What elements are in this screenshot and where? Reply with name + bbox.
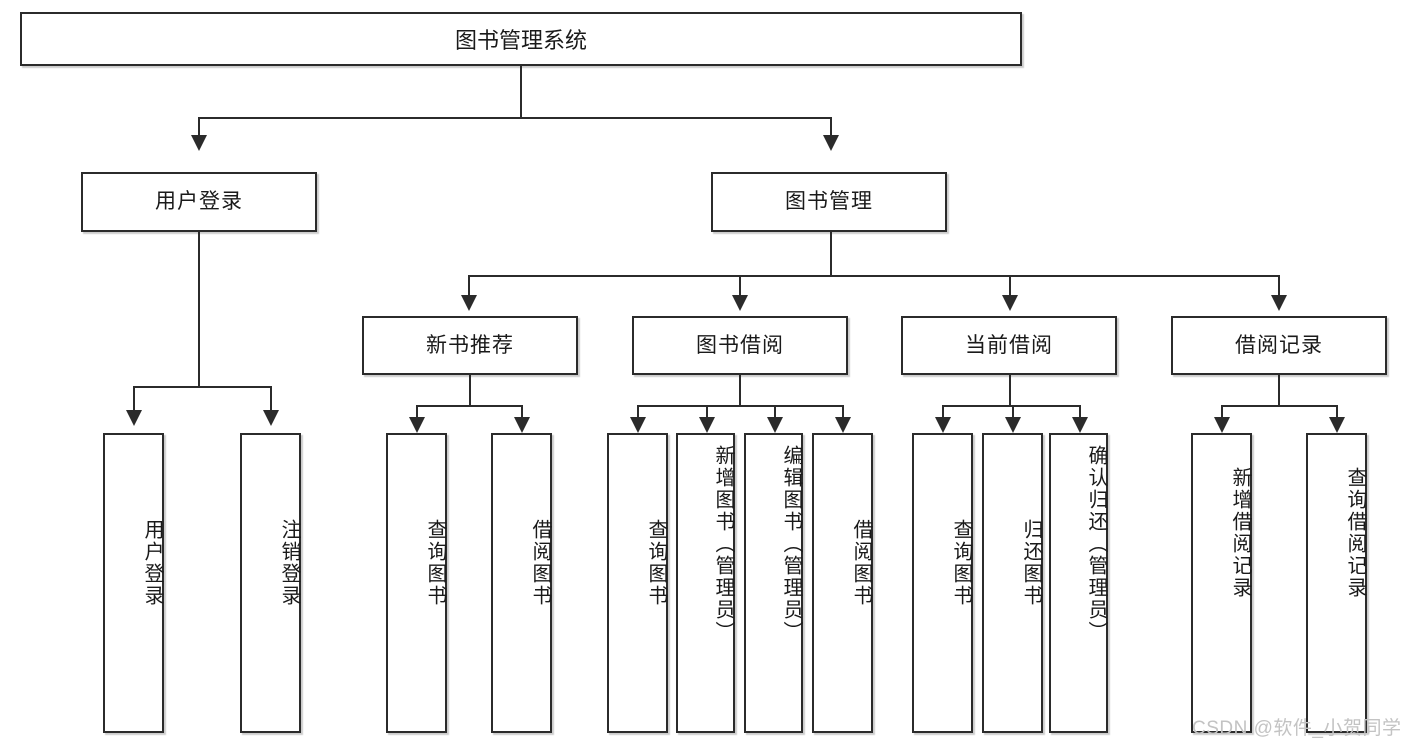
node-label: 图书管理 — [785, 190, 873, 214]
connector-user-login-bus — [133, 386, 270, 388]
connector-br-to-leaf-1 — [1221, 405, 1223, 419]
connector-bb-to-leaf-2 — [706, 405, 708, 419]
connector-bm-to-current-borrow — [1009, 275, 1011, 297]
leaf-confirm-return-admin[interactable]: 确认归还（管理员） — [1049, 433, 1108, 733]
leaf-query-borrow-record[interactable]: 查询借阅记录 — [1306, 433, 1367, 733]
arrow-bm-to-new-book — [461, 295, 477, 311]
connector-user-login-stem — [198, 232, 200, 387]
leaf-borrow-book-recommend[interactable]: 借阅图书 — [491, 433, 552, 733]
leaf-label: 归还图书 — [1020, 519, 1042, 607]
connector-borrow-record-stem — [1278, 375, 1280, 406]
node-book-borrow[interactable]: 图书借阅 — [632, 316, 848, 375]
connector-current-borrow-bus — [942, 405, 1080, 407]
node-user-login[interactable]: 用户登录 — [81, 172, 317, 232]
connector-bm-to-book-borrow — [739, 275, 741, 297]
leaf-label: 借阅图书 — [850, 519, 872, 607]
connector-root-bus — [198, 117, 832, 119]
node-label: 新书推荐 — [426, 333, 514, 357]
arrow-bb-to-leaf-4 — [835, 417, 851, 433]
connector-nb-to-leaf-2 — [521, 405, 523, 419]
node-new-book-recommend[interactable]: 新书推荐 — [362, 316, 578, 375]
arrow-root-to-book-management — [823, 135, 839, 151]
connector-bb-to-leaf-4 — [842, 405, 844, 419]
leaf-query-book-borrow[interactable]: 查询图书 — [607, 433, 668, 733]
arrow-cb-to-leaf-1 — [935, 417, 951, 433]
connector-book-management-stem — [830, 232, 832, 276]
connector-borrow-record-bus — [1221, 405, 1337, 407]
node-book-management[interactable]: 图书管理 — [711, 172, 947, 232]
connector-book-management-bus — [468, 275, 1280, 277]
arrow-user-login-to-leaf-1 — [126, 410, 142, 426]
leaf-edit-book-admin[interactable]: 编辑图书（管理员） — [744, 433, 803, 733]
connector-br-to-leaf-2 — [1336, 405, 1338, 419]
connector-cb-to-leaf-2 — [1012, 405, 1014, 419]
connector-cb-to-leaf-3 — [1079, 405, 1081, 419]
connector-root-stem — [520, 66, 522, 118]
csdn-watermark: CSDN @软件_小贺同学 — [1192, 718, 1402, 739]
leaf-add-borrow-record[interactable]: 新增借阅记录 — [1191, 433, 1252, 733]
leaf-label: 新增图书（管理员） — [712, 445, 734, 643]
leaf-query-book-current[interactable]: 查询图书 — [912, 433, 973, 733]
leaf-label: 查询图书 — [645, 519, 667, 607]
leaf-add-book-admin[interactable]: 新增图书（管理员） — [676, 433, 735, 733]
leaf-query-book-recommend[interactable]: 查询图书 — [386, 433, 447, 733]
arrow-cb-to-leaf-3 — [1072, 417, 1088, 433]
arrow-bm-to-borrow-record — [1271, 295, 1287, 311]
leaf-return-book[interactable]: 归还图书 — [982, 433, 1043, 733]
connector-current-borrow-stem — [1009, 375, 1011, 406]
connector-root-to-book-management — [830, 117, 832, 137]
connector-bm-to-new-book — [468, 275, 470, 297]
connector-new-book-stem — [469, 375, 471, 406]
connector-new-book-bus — [416, 405, 522, 407]
connector-nb-to-leaf-1 — [416, 405, 418, 419]
connector-user-login-to-leaf-1 — [133, 386, 135, 412]
arrow-root-to-user-login — [191, 135, 207, 151]
leaf-label: 查询图书 — [950, 519, 972, 607]
leaf-logout-login[interactable]: 注销登录 — [240, 433, 301, 733]
node-label: 图书借阅 — [696, 333, 784, 357]
connector-bb-to-leaf-3 — [774, 405, 776, 419]
arrow-br-to-leaf-1 — [1214, 417, 1230, 433]
node-label: 用户登录 — [155, 190, 243, 214]
connector-bm-to-borrow-record — [1278, 275, 1280, 297]
arrow-cb-to-leaf-2 — [1005, 417, 1021, 433]
connector-user-login-to-leaf-2 — [270, 386, 272, 412]
leaf-borrow-book[interactable]: 借阅图书 — [812, 433, 873, 733]
arrow-user-login-to-leaf-2 — [263, 410, 279, 426]
leaf-label: 新增借阅记录 — [1229, 467, 1251, 599]
connector-bb-to-leaf-1 — [637, 405, 639, 419]
arrow-br-to-leaf-2 — [1329, 417, 1345, 433]
node-borrow-record[interactable]: 借阅记录 — [1171, 316, 1387, 375]
node-root-book-management-system[interactable]: 图书管理系统 — [20, 12, 1022, 66]
leaf-user-login[interactable]: 用户登录 — [103, 433, 164, 733]
connector-cb-to-leaf-1 — [942, 405, 944, 419]
connector-book-borrow-bus — [637, 405, 843, 407]
leaf-label: 用户登录 — [141, 519, 163, 607]
leaf-label: 编辑图书（管理员） — [780, 445, 802, 643]
arrow-bm-to-book-borrow — [732, 295, 748, 311]
node-current-borrow[interactable]: 当前借阅 — [901, 316, 1117, 375]
connector-book-borrow-stem — [739, 375, 741, 406]
node-label: 当前借阅 — [965, 333, 1053, 357]
arrow-nb-to-leaf-1 — [409, 417, 425, 433]
node-label: 借阅记录 — [1235, 333, 1323, 357]
leaf-label: 注销登录 — [278, 519, 300, 607]
leaf-label: 借阅图书 — [529, 519, 551, 607]
arrow-bb-to-leaf-2 — [699, 417, 715, 433]
arrow-bb-to-leaf-1 — [630, 417, 646, 433]
connector-root-to-user-login — [198, 117, 200, 137]
node-label: 图书管理系统 — [454, 28, 587, 53]
leaf-label: 查询借阅记录 — [1344, 467, 1366, 599]
arrow-bm-to-current-borrow — [1002, 295, 1018, 311]
arrow-nb-to-leaf-2 — [514, 417, 530, 433]
leaf-label: 确认归还（管理员） — [1085, 445, 1107, 643]
arrow-bb-to-leaf-3 — [767, 417, 783, 433]
leaf-label: 查询图书 — [424, 519, 446, 607]
